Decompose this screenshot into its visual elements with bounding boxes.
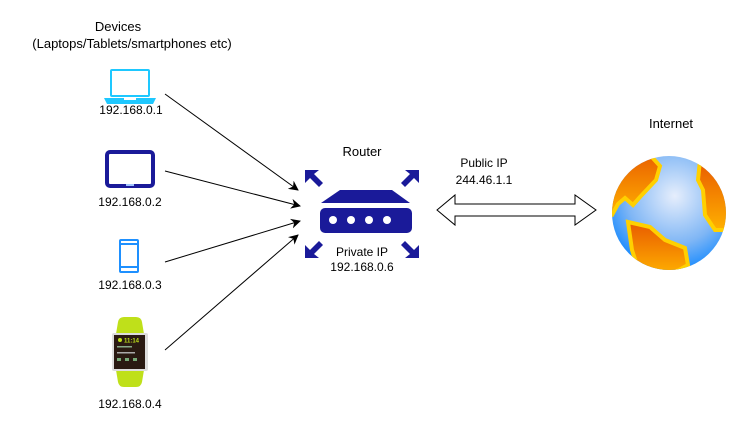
connection-arrow-4 — [164, 234, 299, 351]
bidirectional-arrow — [436, 193, 597, 227]
devices-title: Devices — [94, 19, 142, 34]
smartphone-icon — [119, 239, 139, 273]
router-title: Router — [342, 144, 382, 159]
smartwatch-icon: 11:14 — [112, 317, 148, 387]
laptop-icon — [104, 69, 156, 104]
router-private-ip: 192.168.0.6 — [330, 260, 394, 274]
public-ip-label: Public IP — [460, 156, 508, 170]
router-private-label: Private IP — [335, 245, 389, 259]
globe-icon — [612, 156, 726, 270]
device-ip-laptop: 192.168.0.1 — [99, 103, 163, 117]
tablet-icon — [105, 150, 155, 188]
internet-title: Internet — [648, 116, 694, 131]
devices-subtitle: (Laptops/Tablets/smartphones etc) — [32, 36, 232, 51]
device-ip-watch: 192.168.0.4 — [98, 397, 162, 411]
connection-arrow-1 — [164, 93, 299, 191]
public-ip-value: 244.46.1.1 — [455, 173, 513, 187]
watch-time: 11:14 — [124, 339, 140, 345]
connection-arrow-3 — [164, 218, 301, 263]
router-icon — [305, 170, 419, 258]
device-ip-phone: 192.168.0.3 — [98, 278, 162, 292]
connection-arrow-2 — [164, 170, 301, 209]
expand-arrows-icon — [305, 170, 419, 258]
device-ip-tablet: 192.168.0.2 — [98, 195, 162, 209]
